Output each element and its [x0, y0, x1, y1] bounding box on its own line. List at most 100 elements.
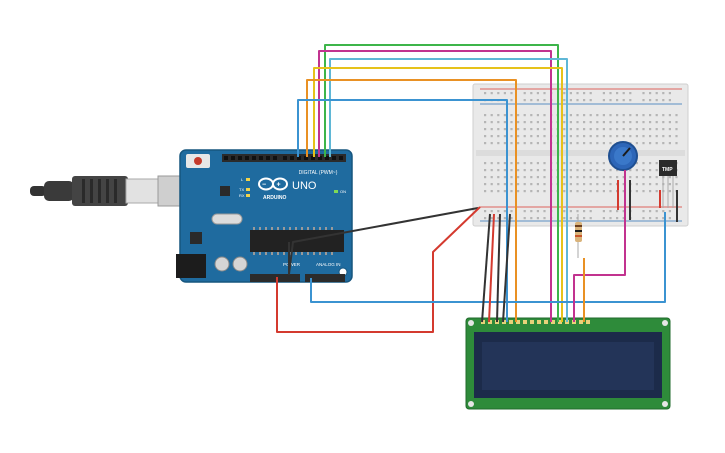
breadboard-hole	[642, 99, 645, 102]
breadboard-hole	[484, 114, 487, 117]
breadboard-hole	[490, 190, 493, 193]
breadboard-hole	[530, 135, 533, 138]
lcd-display[interactable]	[465, 317, 671, 410]
wire-red-5v[interactable]	[276, 206, 481, 333]
breadboard-hole	[497, 162, 500, 165]
breadboard-hole	[668, 183, 671, 186]
breadboard-hole	[629, 92, 632, 95]
breadboard-hole	[503, 142, 506, 145]
breadboard-hole	[576, 210, 579, 213]
breadboard-hole	[602, 128, 605, 131]
breadboard-hole	[589, 135, 592, 138]
breadboard-hole	[530, 190, 533, 193]
breadboard-hole	[596, 114, 599, 117]
breadboard-hole	[484, 217, 487, 220]
breadboard-hole	[635, 176, 638, 179]
potentiometer[interactable]	[608, 141, 638, 171]
breadboard-hole	[523, 114, 526, 117]
breadboard-hole	[543, 99, 546, 102]
breadboard-hole	[589, 92, 592, 95]
breadboard-hole	[583, 99, 586, 102]
breadboard-hole	[642, 217, 645, 220]
breadboard-hole	[675, 121, 678, 124]
breadboard[interactable]	[472, 83, 689, 227]
power-jack[interactable]	[176, 254, 206, 278]
breadboard-hole	[642, 190, 645, 193]
breadboard-hole	[649, 190, 652, 193]
breadboard-hole	[655, 210, 658, 213]
breadboard-hole	[536, 92, 539, 95]
breadboard-hole	[602, 176, 605, 179]
breadboard-hole	[668, 217, 671, 220]
lcd-pin	[523, 320, 527, 324]
breadboard-hole	[675, 128, 678, 131]
breadboard-hole	[523, 217, 526, 220]
breadboard-hole	[642, 142, 645, 145]
wire-black-lcd-3[interactable]	[502, 213, 511, 323]
wires	[276, 44, 678, 333]
lcd-pin	[537, 320, 541, 324]
breadboard-hole	[642, 92, 645, 95]
breadboard-hole	[569, 99, 572, 102]
breadboard-hole	[536, 99, 539, 102]
breadboard-hole	[635, 190, 638, 193]
wire-black-lcd-1[interactable]	[481, 213, 491, 323]
wire-orange[interactable]	[306, 79, 517, 322]
breadboard-hole	[497, 92, 500, 95]
usb-cable[interactable]	[30, 175, 197, 207]
wire-red-lcd[interactable]	[488, 213, 495, 323]
breadboard-hole	[569, 121, 572, 124]
breadboard-hole	[543, 142, 546, 145]
breadboard-hole	[523, 183, 526, 186]
wire-blue-top[interactable]	[297, 99, 508, 322]
breadboard-hole	[484, 183, 487, 186]
breadboard-hole	[668, 92, 671, 95]
breadboard-hole	[662, 142, 665, 145]
breadboard-hole	[616, 99, 619, 102]
breadboard-hole	[602, 210, 605, 213]
wire-black-ground[interactable]	[288, 207, 479, 275]
breadboard-hole	[563, 162, 566, 165]
breadboard-hole	[510, 217, 513, 220]
lcd-pin	[579, 320, 583, 324]
breadboard-hole	[583, 169, 586, 172]
breadboard-hole	[497, 169, 500, 172]
breadboard-hole	[576, 121, 579, 124]
wire-yellow[interactable]	[313, 67, 563, 322]
breadboard-hole	[523, 169, 526, 172]
breadboard-hole	[616, 169, 619, 172]
breadboard-hole	[576, 135, 579, 138]
breadboard-hole	[642, 162, 645, 165]
breadboard-hole	[536, 114, 539, 117]
breadboard-hole	[622, 99, 625, 102]
arduino-uno-board[interactable]: DIGITAL (PWM~) − + UNO ARDUINO L TX RX O…	[176, 149, 353, 283]
breadboard-hole	[642, 176, 645, 179]
wire-blue-sensor[interactable]	[310, 212, 666, 303]
breadboard-hole	[523, 162, 526, 165]
breadboard-hole	[616, 217, 619, 220]
breadboard-hole	[609, 169, 612, 172]
breadboard-hole	[596, 190, 599, 193]
breadboard-hole	[622, 217, 625, 220]
breadboard-hole	[517, 176, 520, 179]
breadboard-hole	[589, 142, 592, 145]
breadboard-hole	[563, 169, 566, 172]
breadboard-hole	[642, 128, 645, 131]
breadboard-hole	[655, 176, 658, 179]
analog-header	[305, 274, 345, 282]
wire-magenta-pot[interactable]	[573, 170, 626, 322]
breadboard-hole	[543, 114, 546, 117]
resistor[interactable]	[575, 214, 582, 258]
breadboard-hole	[563, 190, 566, 193]
breadboard-hole	[649, 99, 652, 102]
lcd-screen	[482, 342, 654, 390]
wire-cyan[interactable]	[329, 58, 568, 322]
svg-text:+: +	[277, 182, 281, 189]
wire-magenta[interactable]	[318, 50, 552, 322]
breadboard-hole	[622, 210, 625, 213]
temperature-sensor[interactable]: TMP	[659, 160, 677, 208]
breadboard-hole	[602, 99, 605, 102]
wire-black-lcd-2[interactable]	[496, 213, 501, 323]
breadboard-hole	[510, 169, 513, 172]
breadboard-hole	[583, 176, 586, 179]
